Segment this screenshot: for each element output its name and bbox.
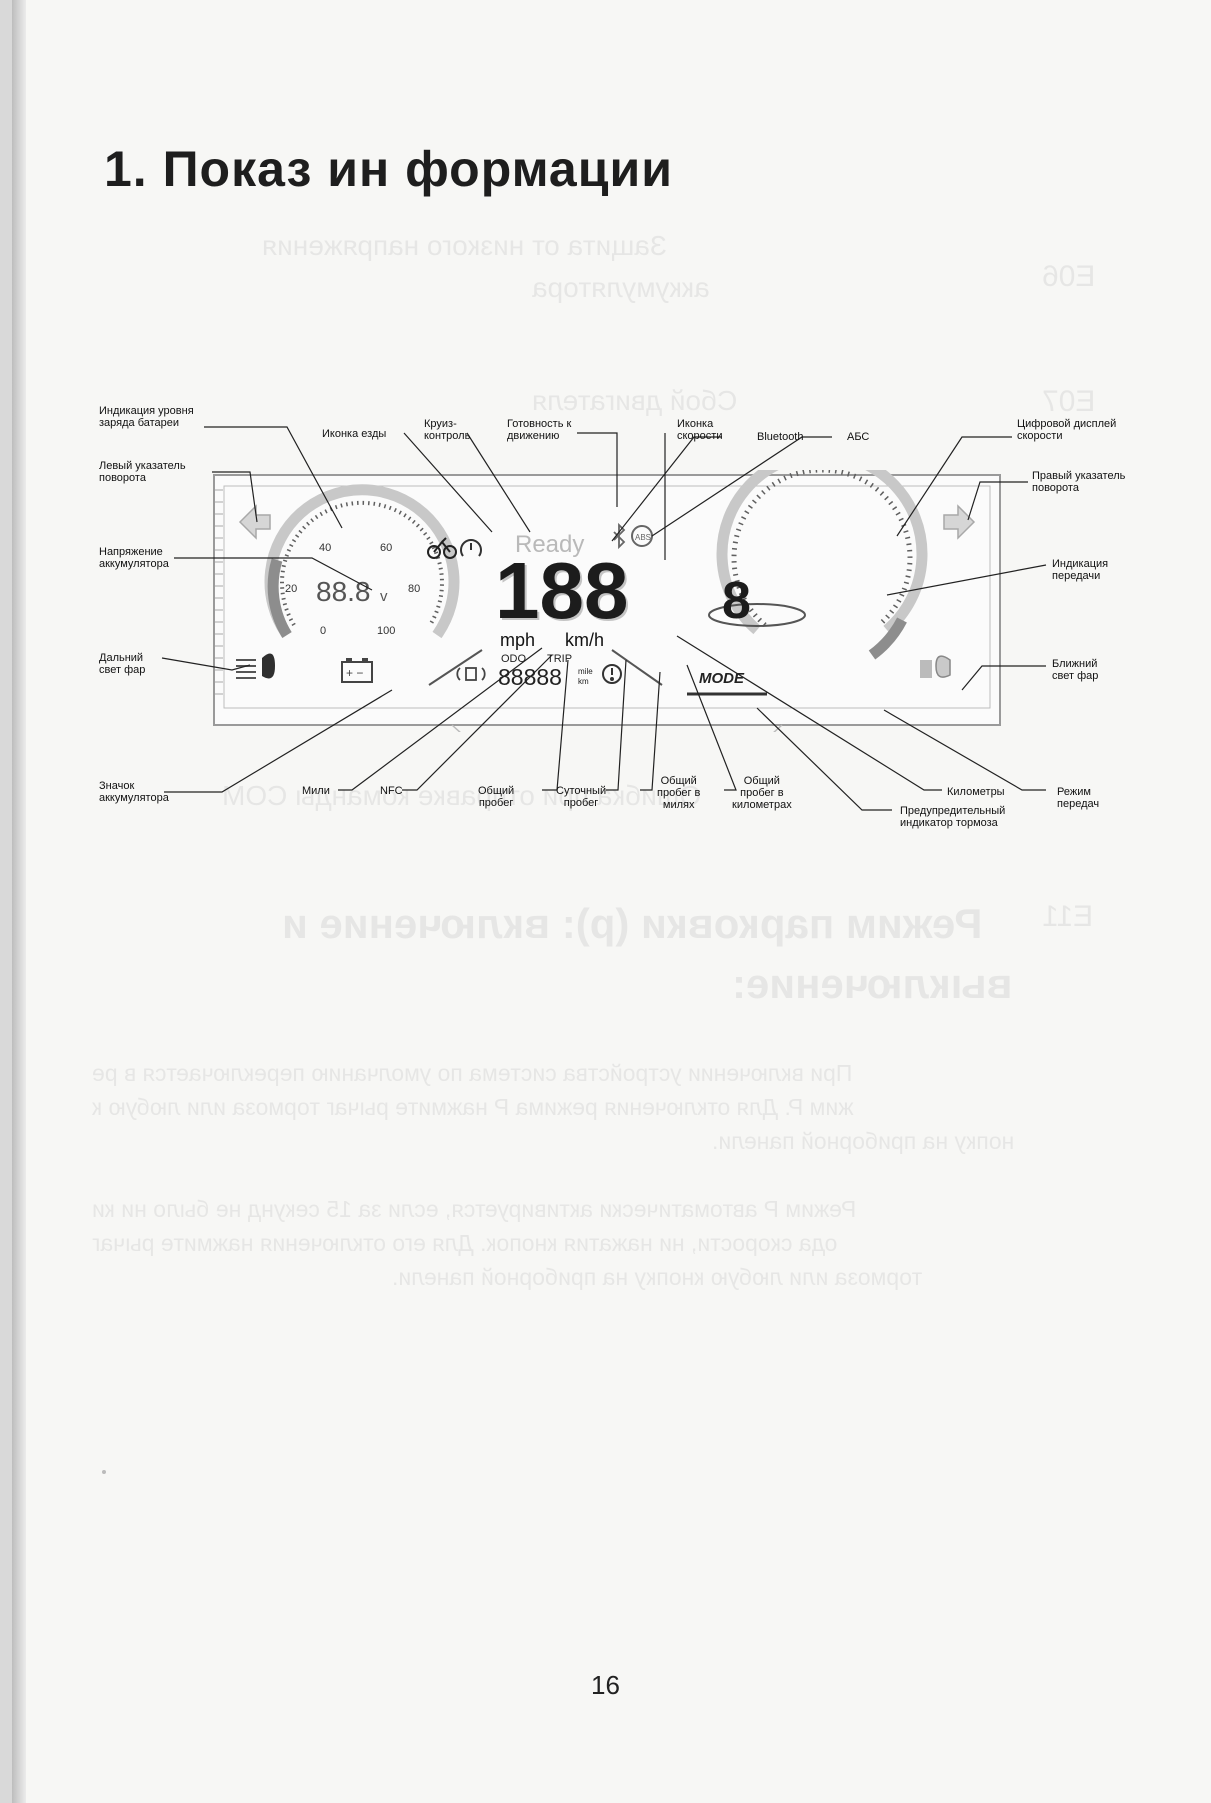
label-speed-icon: Иконка скорости bbox=[677, 418, 723, 442]
page-title: 1. Показ ин формации bbox=[104, 141, 673, 197]
label-battery-voltage: Напряжение аккумулятора bbox=[99, 546, 169, 570]
label-gear-indicator: Индикация передачи bbox=[1052, 558, 1109, 582]
label-total-km: Общий пробег в километрах bbox=[732, 775, 792, 811]
voltage-readout: 88.8 bbox=[316, 576, 371, 607]
panel-inner-frame bbox=[223, 485, 991, 709]
voltage-unit: v bbox=[380, 588, 388, 605]
page-number: 16 bbox=[591, 1670, 620, 1700]
tick-label: 20 bbox=[285, 583, 297, 595]
page-gutter bbox=[12, 0, 26, 1803]
side-ruler-left bbox=[215, 489, 223, 695]
speed-digits-ghost: 188 bbox=[497, 548, 630, 637]
label-kilometers: Километры bbox=[947, 786, 1005, 798]
label-left-turn: Левый указатель поворота bbox=[99, 460, 186, 484]
tick-label: 0 bbox=[320, 625, 326, 637]
tick-label: 100 bbox=[377, 625, 395, 637]
high-beam-icon bbox=[236, 653, 275, 679]
label-battery-icon: Значок аккумулятора bbox=[99, 780, 169, 804]
unit-kmh: km/h bbox=[565, 630, 604, 650]
label-battery-level: Индикация уровня заряда батареи bbox=[99, 405, 194, 429]
bluetooth-icon bbox=[613, 522, 626, 550]
odo-label: ODO bbox=[501, 653, 527, 665]
brake-warning-icon bbox=[602, 664, 622, 684]
riding-icon bbox=[427, 537, 457, 559]
tick-label: 60 bbox=[380, 542, 392, 554]
svg-text:+ −: + − bbox=[346, 666, 363, 680]
trip-label: TRIP bbox=[547, 653, 572, 665]
panel-frame bbox=[213, 474, 1001, 726]
nfc-icon bbox=[456, 667, 486, 681]
right-turn-arrow-icon bbox=[943, 504, 976, 540]
label-cruise-control: Круиз- контроль bbox=[424, 418, 471, 442]
page-speck bbox=[102, 1470, 106, 1474]
dashboard-illustration: 0 20 40 60 80 100 88.8 v bbox=[212, 448, 1002, 735]
speed-ticks bbox=[731, 467, 913, 627]
label-right-turn: Правый указатель поворота bbox=[1032, 470, 1126, 494]
label-nfc: NFC bbox=[380, 785, 403, 797]
odometer-mile: mile bbox=[578, 667, 593, 676]
label-digital-speed: Цифровой дисплей скорости bbox=[1017, 418, 1117, 442]
battery-level-arc-filled bbox=[267, 558, 292, 638]
unit-mph: mph bbox=[500, 630, 535, 650]
label-trip-mileage: Суточный пробег bbox=[556, 785, 607, 809]
leader-lines bbox=[161, 426, 1047, 811]
left-turn-arrow-icon bbox=[238, 504, 271, 540]
battery-icon: + − bbox=[341, 658, 373, 683]
label-total-mileage: Общий пробег bbox=[478, 785, 515, 809]
label-total-miles: Общий пробег в милях bbox=[657, 775, 701, 811]
label-brake-warning: Предупредительный индикатор тормоза bbox=[900, 805, 1006, 829]
manual-page: Режим парковки (р): включение и выключен… bbox=[12, 0, 1211, 1803]
battery-voltage-gauge: 0 20 40 60 80 100 88.8 v bbox=[264, 484, 460, 639]
label-riding-icon: Иконка езды bbox=[322, 428, 387, 440]
mode-label: MODE bbox=[699, 670, 745, 687]
dashboard-svg: 0 20 40 60 80 100 88.8 v bbox=[213, 448, 1001, 735]
tick-label: 40 bbox=[319, 542, 331, 554]
label-low-beam: Ближний свет фар bbox=[1052, 658, 1099, 682]
svg-text:ABS: ABS bbox=[635, 533, 651, 542]
gear-digit: 8 bbox=[722, 572, 751, 630]
odometer-area: ODO TRIP 88888 mile km bbox=[428, 649, 663, 690]
tick-label: 80 bbox=[408, 583, 420, 595]
low-beam-icon bbox=[920, 655, 951, 678]
label-high-beam: Дальний свет фар bbox=[99, 652, 146, 676]
label-gear-mode: Режим передач bbox=[1057, 786, 1100, 810]
odometer-km: km bbox=[578, 677, 589, 686]
ready-indicator: Ready bbox=[515, 531, 584, 558]
cruise-control-icon bbox=[460, 539, 482, 557]
speed-digits: 188 bbox=[495, 546, 628, 635]
label-miles: Мили bbox=[302, 785, 330, 797]
gear-base-ring bbox=[708, 603, 806, 627]
label-bluetooth: Bluetooth bbox=[757, 431, 804, 443]
speed-arc-filled bbox=[868, 617, 907, 660]
label-ready: Готовность к движению bbox=[507, 418, 572, 442]
label-abs: АБС bbox=[847, 431, 870, 443]
